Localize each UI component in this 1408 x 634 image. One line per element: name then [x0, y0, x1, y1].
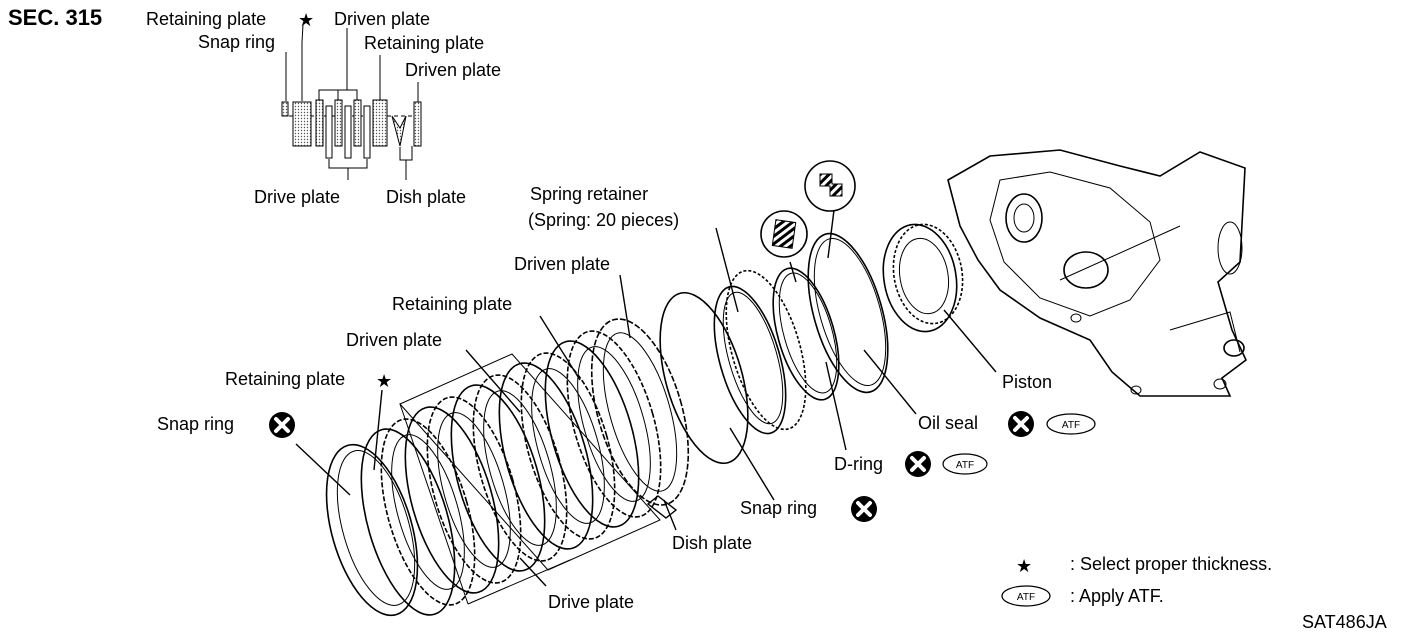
sealant-icon — [804, 160, 856, 212]
label-d-ring: D-ring — [834, 454, 883, 474]
legend-star-text: : Select proper thickness. — [1070, 554, 1272, 574]
inset-label-retaining-plate-star: Retaining plate — [146, 9, 266, 29]
label-oil-seal: Oil seal — [918, 413, 978, 433]
legend: ★ : Select proper thickness. ATF : Apply… — [1001, 554, 1272, 607]
replace-part-icon — [1006, 409, 1036, 439]
label-retaining-plate-1: Retaining plate — [392, 294, 512, 314]
plate-stack — [360, 318, 690, 616]
svg-text:ATF: ATF — [956, 460, 974, 471]
label-snap-ring-left: Snap ring — [157, 414, 234, 434]
atf-badge: ATF — [1017, 592, 1035, 603]
legend-atf-text: : Apply ATF. — [1070, 586, 1164, 606]
section-label: SEC. 315 — [8, 5, 102, 30]
label-snap-ring-mid: Snap ring — [740, 498, 817, 518]
inset-label-dish-plate: Dish plate — [386, 187, 466, 207]
label-retaining-plate-star: Retaining plate — [225, 369, 345, 389]
inset-label-retaining-plate: Retaining plate — [364, 33, 484, 53]
star-icon: ★ — [1016, 556, 1032, 576]
label-spring-retainer: Spring retainer — [530, 184, 648, 204]
inset-stack: Retaining plate ★ Driven plate Snap ring… — [146, 9, 501, 207]
label-spring-count: (Spring: 20 pieces) — [528, 210, 679, 230]
replace-part-icon — [849, 494, 879, 524]
inset-label-driven-plate-top: Driven plate — [334, 9, 430, 29]
replace-part-icon — [903, 449, 933, 479]
transmission-case — [947, 149, 1247, 397]
figure-code: SAT486JA — [1302, 612, 1387, 632]
label-driven-plate-1: Driven plate — [514, 254, 610, 274]
label-driven-plate-2: Driven plate — [346, 330, 442, 350]
label-dish-plate: Dish plate — [672, 533, 752, 553]
label-drive-plate: Drive plate — [548, 592, 634, 612]
inset-label-drive-plate: Drive plate — [254, 187, 340, 207]
replace-part-icon — [267, 410, 297, 440]
star-icon: ★ — [376, 371, 392, 391]
exploded-view — [295, 149, 1247, 617]
star-icon: ★ — [298, 10, 314, 30]
label-piston: Piston — [1002, 372, 1052, 392]
inset-label-driven-plate-right: Driven plate — [405, 60, 501, 80]
atf-badge: ATF — [1046, 413, 1096, 435]
svg-text:ATF: ATF — [1062, 420, 1080, 431]
grease-icon — [760, 210, 808, 258]
inset-label-snap-ring: Snap ring — [198, 32, 275, 52]
atf-badge: ATF — [942, 453, 988, 475]
